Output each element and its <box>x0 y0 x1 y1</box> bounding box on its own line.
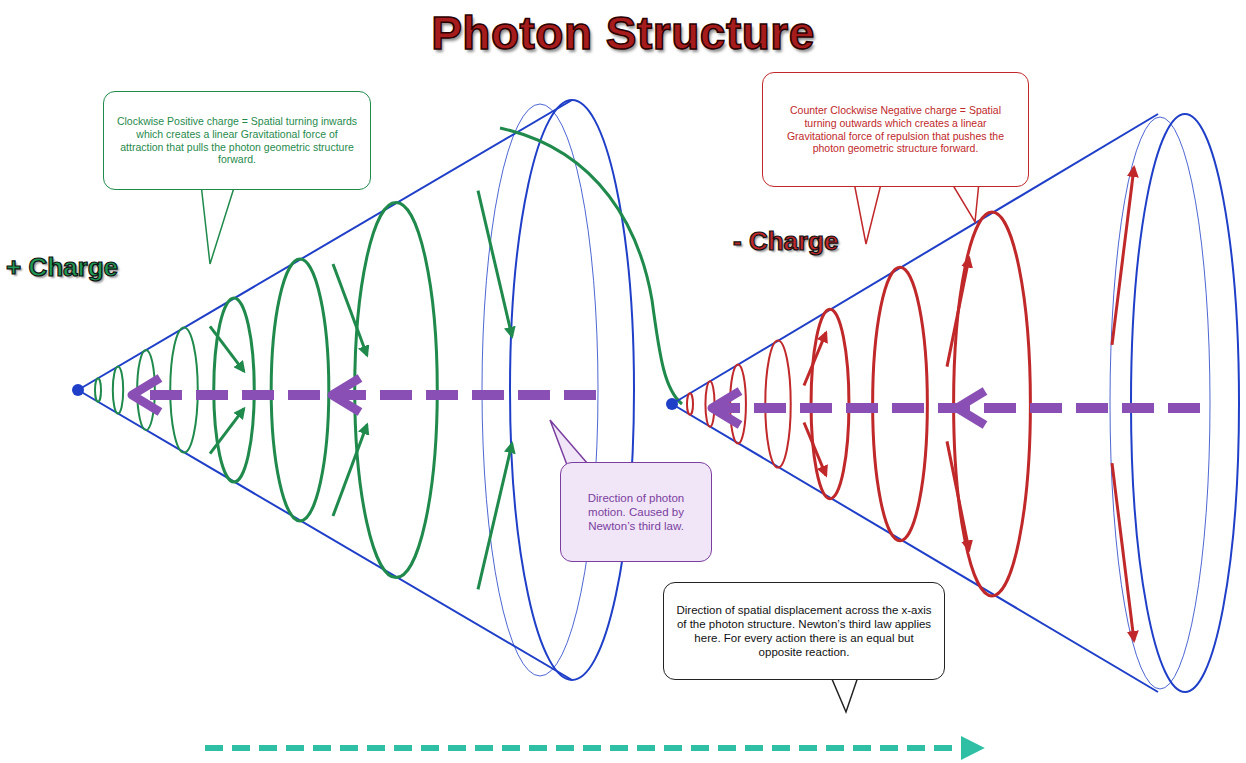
spin-ring <box>113 366 123 413</box>
spin-ring <box>687 393 693 415</box>
inward-arrow <box>333 425 367 516</box>
motion-arrows <box>132 378 1200 425</box>
outward-arrow <box>947 258 969 367</box>
green-callout: Clockwise Positive charge = Spatial turn… <box>103 91 371 190</box>
callout-text: Counter Clockwise Negative charge = Spat… <box>775 104 1016 155</box>
inward-arrow <box>210 326 244 371</box>
diagram-title: Photon Structure <box>0 6 1246 60</box>
inward-arrow <box>478 443 512 589</box>
inward-arrow <box>333 264 367 355</box>
inward-arrow <box>478 191 512 337</box>
charge-label: - Charge <box>733 226 838 257</box>
purple-callout: Direction of photon motion. Caused by Ne… <box>560 462 712 562</box>
charge-label: + Charge <box>6 252 118 283</box>
displacement-arrow <box>205 745 980 751</box>
black-callout: Direction of spatial displacement across… <box>663 582 945 680</box>
negative-cone <box>666 114 1239 692</box>
outward-arrow <box>1112 167 1134 344</box>
inward-arrow <box>210 409 244 454</box>
callout-text: Direction of spatial displacement across… <box>676 603 932 659</box>
outward-arrow <box>1112 463 1134 640</box>
outward-arrow <box>804 333 826 386</box>
outward-arrow <box>804 422 826 475</box>
callout-text: Clockwise Positive charge = Spatial turn… <box>116 115 358 166</box>
red-callout: Counter Clockwise Negative charge = Spat… <box>762 72 1029 187</box>
outward-arrow <box>947 441 969 550</box>
callout-text: Direction of photon motion. Caused by Ne… <box>573 491 699 533</box>
spin-ring <box>95 378 101 402</box>
